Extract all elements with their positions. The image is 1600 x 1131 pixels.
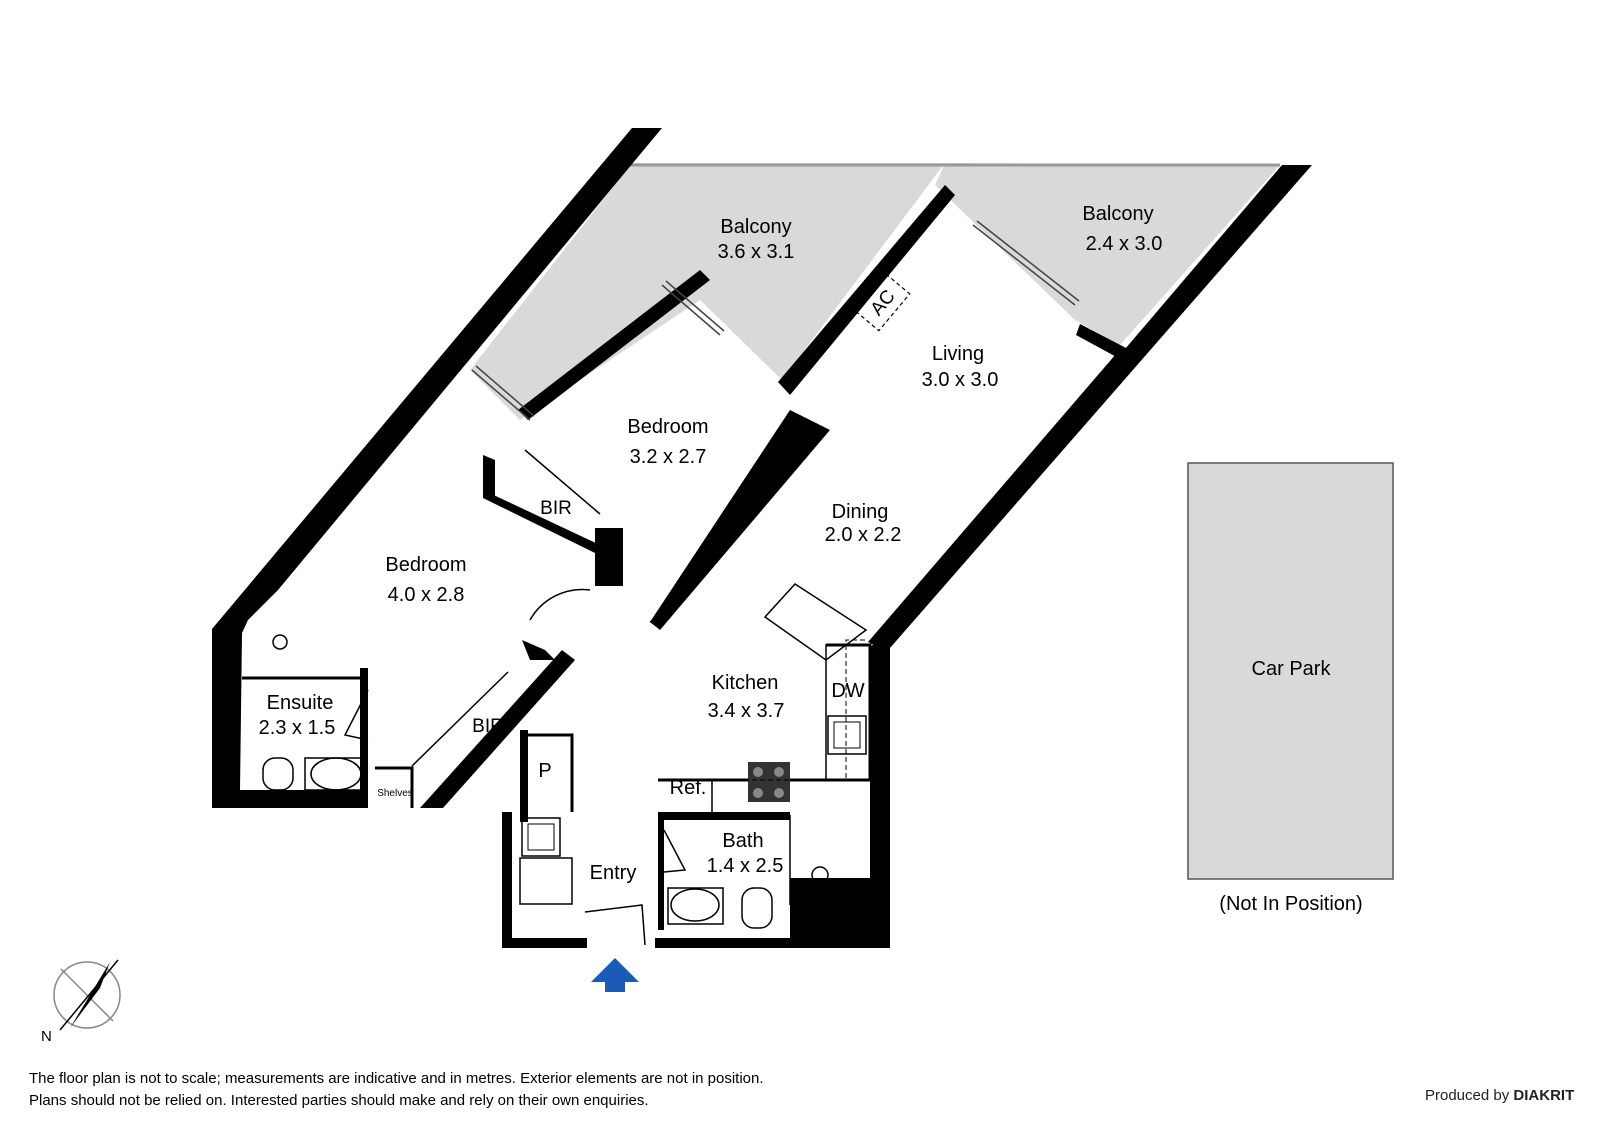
credit-prefix: Produced by	[1425, 1087, 1510, 1104]
bir-upper-label: BIR	[540, 498, 572, 519]
entry-name: Entry	[590, 862, 637, 884]
bedroom-upper-size: 3.2 x 2.7	[630, 446, 707, 468]
shelves-label: Shelves	[377, 788, 413, 799]
bath-size: 1.4 x 2.5	[707, 855, 784, 877]
compass-north-label: N	[41, 1028, 52, 1045]
living-name: Living	[932, 343, 984, 365]
dishwasher-label: DW	[831, 680, 864, 702]
credit-brand-logo: DIAKRIT	[1513, 1087, 1575, 1104]
kitchen-sink-icon	[827, 715, 867, 755]
bedroom-upper-name: Bedroom	[627, 416, 708, 438]
producer-credit: Produced by DIAKRIT	[1425, 1087, 1574, 1104]
bedroom-lower-name: Bedroom	[385, 554, 466, 576]
car-park-area	[1187, 462, 1394, 880]
windows	[471, 220, 1080, 421]
disclaimer-line-2: Plans should not be relied on. Intereste…	[29, 1092, 649, 1109]
balcony-left-size: 3.6 x 3.1	[718, 241, 795, 263]
dining-size: 2.0 x 2.2	[825, 524, 902, 546]
balcony-right-name: Balcony	[1082, 203, 1153, 225]
kitchen-bench	[825, 644, 871, 781]
walls	[212, 128, 1312, 948]
ensuite-basin-icon	[310, 757, 362, 791]
compass-icon	[53, 959, 121, 1031]
bath-name: Bath	[722, 830, 763, 852]
balcony-right-area	[935, 163, 1280, 345]
dining-name: Dining	[832, 501, 889, 523]
kitchen-name: Kitchen	[712, 672, 779, 694]
shower-icon	[811, 866, 829, 884]
laundry-sink-icon	[521, 817, 561, 857]
car-park-note: (Not In Position)	[1219, 893, 1362, 915]
balcony-left-name: Balcony	[720, 216, 791, 238]
car-park-name: Car Park	[1252, 658, 1332, 680]
ensuite-toilet-icon	[262, 757, 294, 791]
ensuite-shower-icon	[272, 634, 288, 650]
entry-arrow-icon	[591, 958, 639, 992]
ensuite-name: Ensuite	[267, 692, 334, 714]
balcony-right-size: 2.4 x 3.0	[1086, 233, 1163, 255]
living-size: 3.0 x 3.0	[922, 369, 999, 391]
ensuite-size: 2.3 x 1.5	[259, 717, 336, 739]
disclaimer: The floor plan is not to scale; measurem…	[29, 1068, 764, 1112]
fridge-label: Ref.	[670, 777, 707, 799]
pantry-label: P	[538, 760, 551, 782]
bir-lower-label: BIR	[472, 716, 504, 737]
disclaimer-line-1: The floor plan is not to scale; measurem…	[29, 1070, 764, 1087]
kitchen-island	[763, 583, 868, 661]
door-swings	[343, 449, 691, 946]
kitchen-size: 3.4 x 3.7	[708, 700, 785, 722]
bath-toilet-icon	[741, 887, 773, 929]
bath-basin-icon	[670, 888, 720, 922]
bedroom-lower-size: 4.0 x 2.8	[388, 584, 465, 606]
